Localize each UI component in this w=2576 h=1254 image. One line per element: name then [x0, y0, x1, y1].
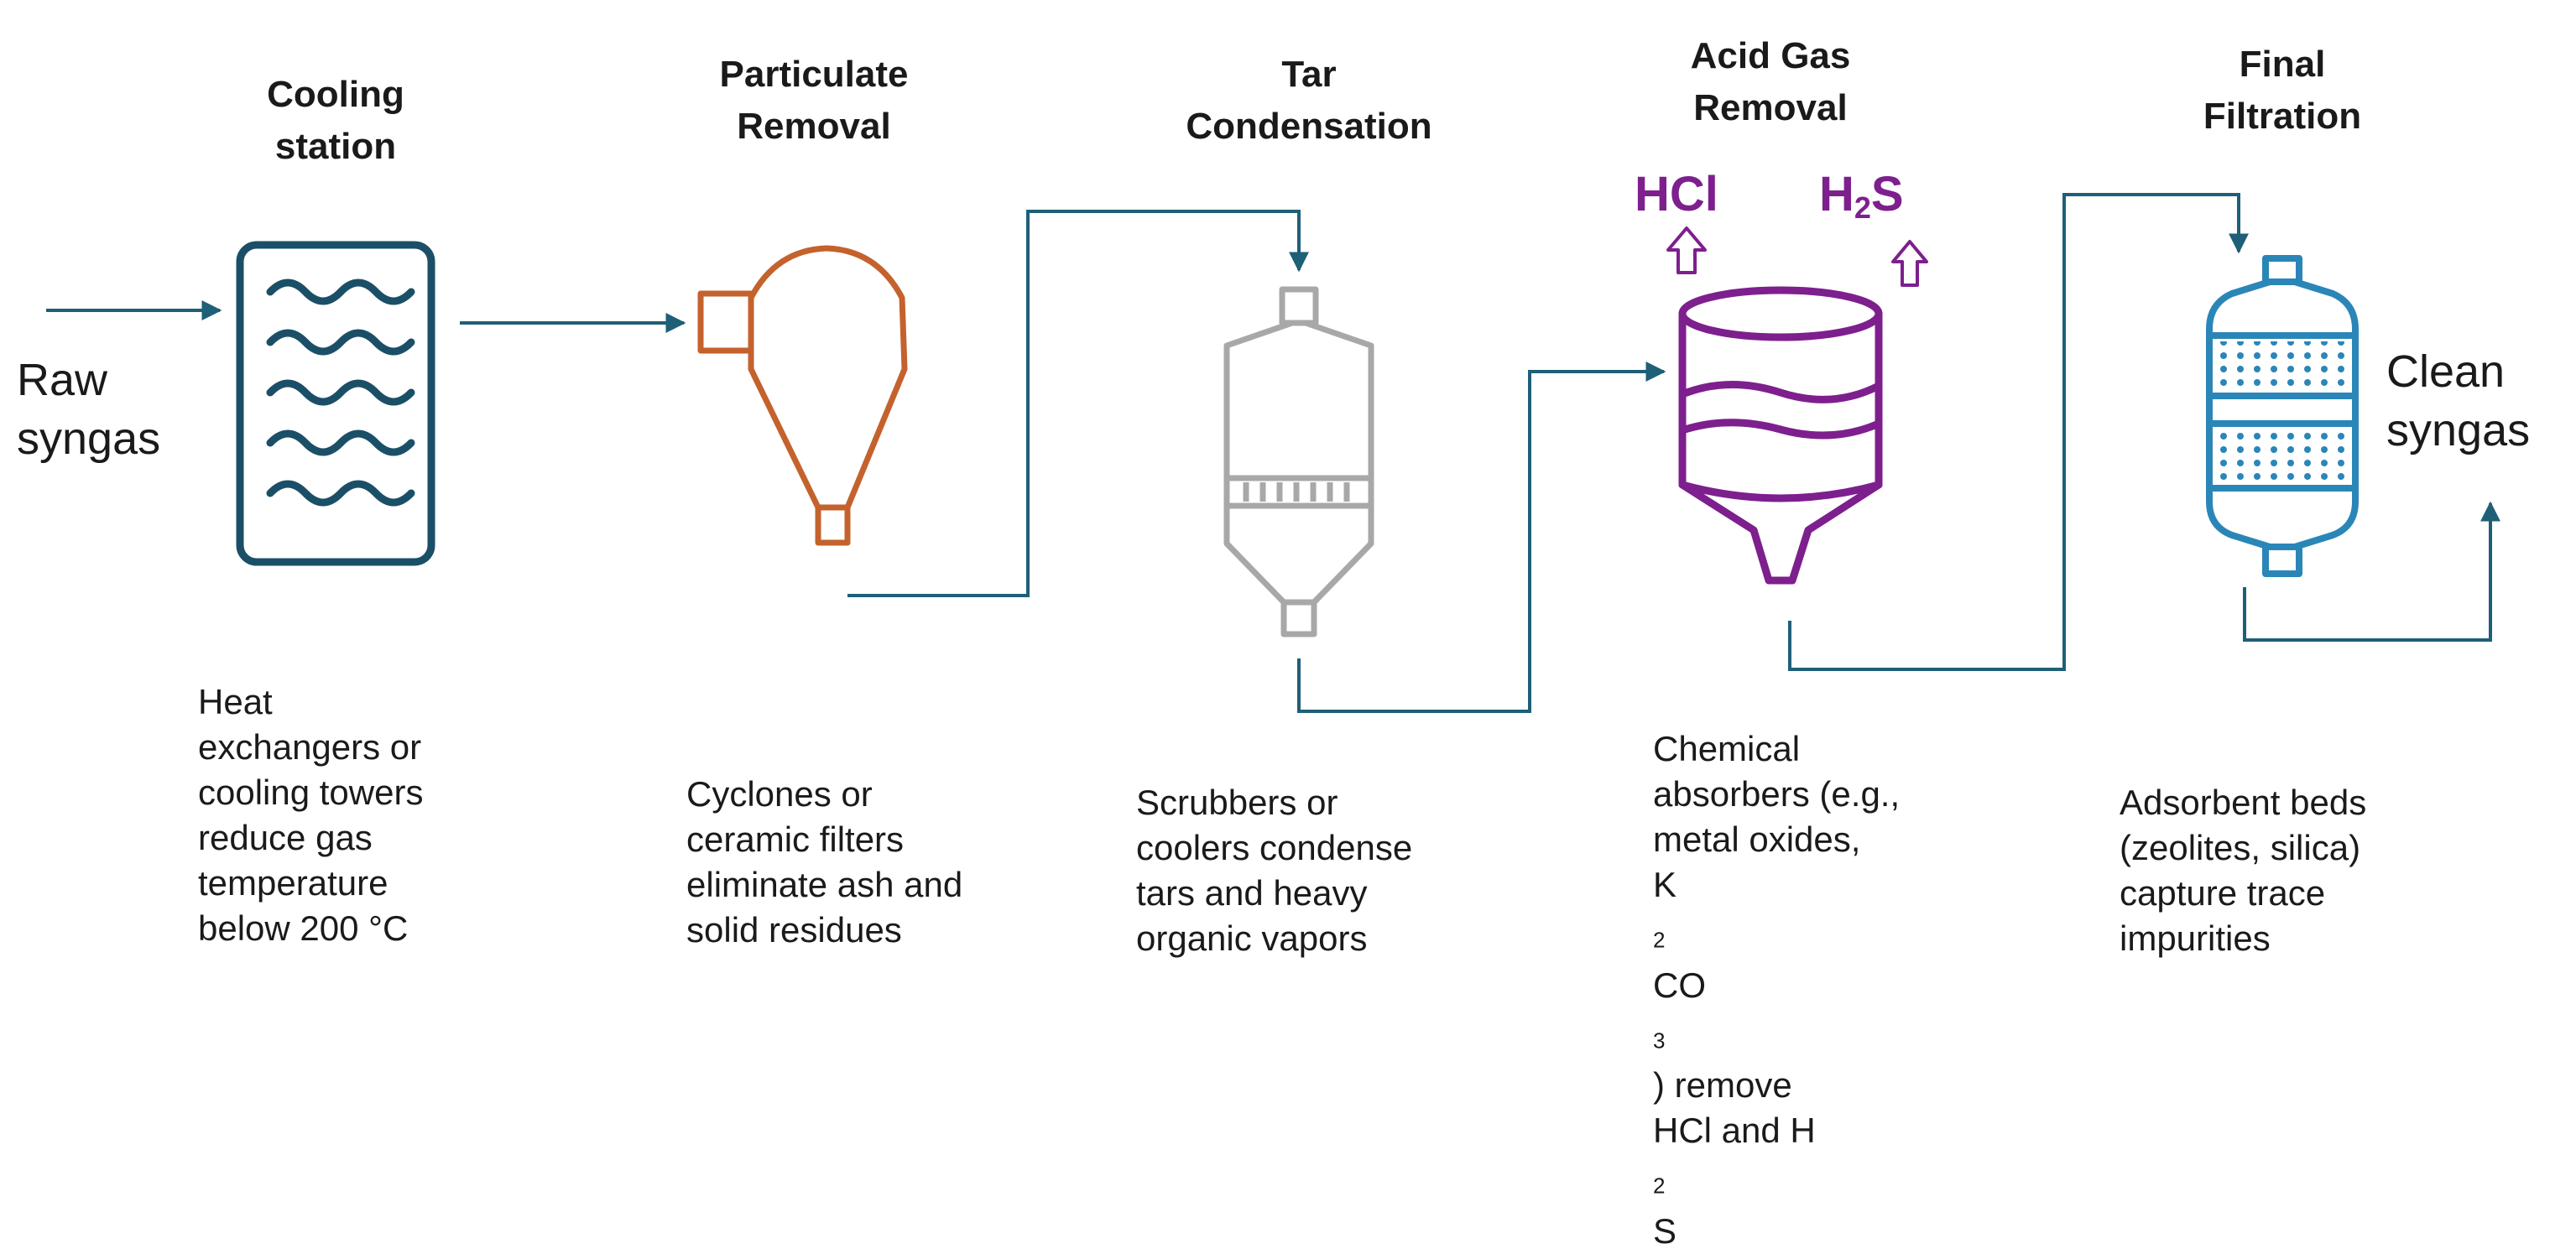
flow-lines	[46, 193, 2500, 713]
flow-arrow-acid-to-filtration	[1788, 193, 2249, 671]
raw-syngas-label: Raw syngas	[17, 351, 160, 468]
k2co3-co: CO	[1653, 965, 1706, 1005]
hcl-up-arrow-icon	[1666, 226, 1707, 274]
cyclone-icon	[697, 245, 908, 546]
stage-description-particulate: Cyclones or ceramic filters eliminate as…	[686, 772, 962, 953]
hcl-label-text: HCl	[1635, 167, 1718, 221]
h2s-up-arrow-icon	[1891, 240, 1928, 287]
h2s-label-subscript: 2	[1854, 190, 1871, 225]
stage-title-filtration: Final Filtration	[2156, 39, 2408, 143]
stage-title-line: Particulate	[719, 54, 909, 95]
stage-title-line: Cooling	[267, 74, 404, 115]
stage-title-acid: Acid Gas Removal	[1645, 30, 1896, 134]
description-line: Chemical	[1653, 729, 1801, 768]
k2co3-subscript-3: 3	[1653, 1028, 1666, 1053]
description-line: cooling towers	[198, 773, 424, 812]
stage-description-acid: Chemical absorbers (e.g., metal oxides, …	[1653, 726, 1900, 1254]
stage-description-tar: Scrubbers or coolers condense tars and h…	[1136, 780, 1412, 961]
description-line: solid residues	[686, 910, 902, 950]
stage-description-cooling: Heat exchangers or cooling towers reduce…	[198, 679, 423, 951]
description-line: metal oxides,	[1653, 820, 1861, 859]
description-line: impurities	[2120, 918, 2271, 958]
flow-arrow-output	[2243, 501, 2500, 642]
stage-title-line: station	[274, 126, 397, 167]
adsorbent-bed-icon	[2206, 255, 2359, 577]
stage-title-line: Filtration	[2203, 96, 2362, 137]
description-line: Scrubbers or	[1136, 783, 1338, 822]
stage-title-line: Final	[2239, 44, 2326, 85]
description-line: Heat	[198, 682, 273, 721]
description-line: organic vapors	[1136, 918, 1368, 958]
process-flow-diagram	[46, 193, 2500, 713]
clean-syngas-label: Clean syngas	[2386, 342, 2530, 460]
h2s-label: H2S	[1819, 166, 1904, 226]
description-line: temperature	[198, 863, 388, 903]
heat-exchanger-icon	[236, 241, 435, 566]
absorber-vessel-icon	[1678, 286, 1883, 585]
description-line: coolers condense	[1136, 828, 1413, 867]
description-line: absorbers (e.g.,	[1653, 774, 1901, 814]
description-line: reduce gas	[198, 818, 373, 857]
description-line: below 200 °C	[198, 908, 409, 948]
h2s-line-prefix: HCl and H	[1653, 1111, 1816, 1150]
k2co3-rest: ) remove	[1653, 1065, 1792, 1105]
raw-syngas-label-line: syngas	[17, 414, 161, 464]
flow-arrow-particulate-to-tar	[847, 210, 1309, 597]
description-line: exchangers or	[198, 727, 422, 767]
clean-syngas-label-line: Clean	[2386, 346, 2506, 397]
hcl-label: HCl	[1635, 166, 1718, 222]
stage-description-filtration: Adsorbent beds (zeolites, silica) captur…	[2120, 780, 2366, 961]
stage-title-line: Removal	[1693, 87, 1848, 128]
flow-arrow-tar-to-acid	[1297, 362, 1666, 713]
stage-title-tar: Tar Condensation	[1158, 49, 1460, 153]
k2co3-k: K	[1653, 865, 1677, 904]
description-line: tars and heavy	[1136, 873, 1368, 913]
h2s-label-h: H	[1819, 167, 1854, 221]
stage-title-line: Removal	[737, 106, 891, 147]
description-line: (zeolites, silica)	[2120, 828, 2361, 867]
raw-syngas-label-line: Raw	[17, 355, 108, 405]
h2s-label-s: S	[1870, 167, 1904, 221]
stage-title-line: Condensation	[1186, 106, 1432, 147]
stage-title-particulate: Particulate Removal	[680, 49, 948, 153]
scrubber-column-icon	[1223, 286, 1374, 637]
clean-syngas-label-line: syngas	[2386, 405, 2531, 455]
description-line: capture trace	[2120, 873, 2326, 913]
h2s-line-subscript: 2	[1653, 1173, 1666, 1199]
stage-title-cooling: Cooling station	[210, 69, 461, 173]
description-line: Cyclones or	[686, 774, 873, 814]
k2co3-subscript-2: 2	[1653, 927, 1666, 953]
description-line: ceramic filters	[686, 820, 905, 859]
description-line: eliminate ash and	[686, 865, 963, 904]
stage-title-line: Acid Gas	[1690, 35, 1851, 76]
description-line: Adsorbent beds	[2120, 783, 2367, 822]
stage-title-line: Tar	[1281, 54, 1337, 95]
h2s-line-suffix: S	[1653, 1210, 1677, 1251]
